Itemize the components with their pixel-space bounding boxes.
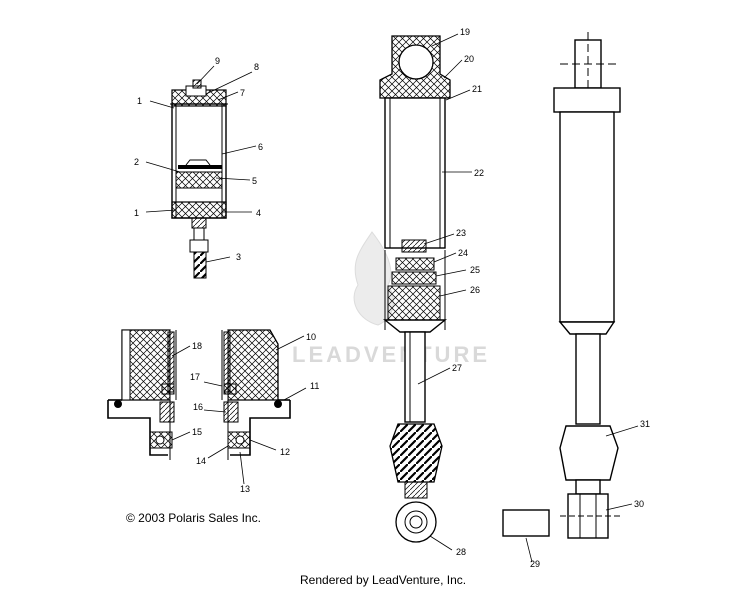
callout-6: 6 xyxy=(258,142,263,152)
center-shock-cutaway xyxy=(379,35,451,543)
callout-5: 5 xyxy=(252,176,257,186)
callout-13: 13 xyxy=(240,484,250,494)
callout-22: 22 xyxy=(474,168,484,178)
watermark-flame-icon xyxy=(353,231,394,326)
callout-31: 31 xyxy=(640,419,650,429)
callout-21: 21 xyxy=(472,84,482,94)
callout-16: 16 xyxy=(193,402,203,412)
callout-3: 3 xyxy=(236,252,241,262)
callout-8: 8 xyxy=(254,62,259,72)
callout-1-top: 1 xyxy=(137,96,142,106)
callout-20: 20 xyxy=(464,54,474,64)
callout-4: 4 xyxy=(256,208,261,218)
callout-18: 18 xyxy=(192,341,202,351)
footer-text: Rendered by LeadVenture, Inc. xyxy=(300,573,466,587)
callout-11: 11 xyxy=(310,381,319,391)
callout-12: 12 xyxy=(280,447,290,457)
callout-7: 7 xyxy=(240,88,245,98)
callout-labels: 9 8 7 1 6 2 5 1 4 3 10 18 17 11 16 15 12… xyxy=(134,27,650,569)
reservoir-assembly xyxy=(170,79,228,279)
callout-27: 27 xyxy=(452,363,462,373)
callout-2: 2 xyxy=(134,157,139,167)
callout-23: 23 xyxy=(456,228,466,238)
callout-17: 17 xyxy=(190,372,200,382)
callout-14: 14 xyxy=(196,456,206,466)
bushing-part xyxy=(502,509,550,537)
callout-29: 29 xyxy=(530,559,540,569)
callout-15: 15 xyxy=(192,427,202,437)
callout-25: 25 xyxy=(470,265,480,275)
callout-26: 26 xyxy=(470,285,480,295)
callout-1-bottom: 1 xyxy=(134,208,139,218)
watermark: LEADVENTURE xyxy=(292,231,490,367)
copyright-text: © 2003 Polaris Sales Inc. xyxy=(126,511,261,525)
leader-lines xyxy=(145,33,639,563)
callout-30: 30 xyxy=(634,499,644,509)
right-shock-outline xyxy=(553,32,621,539)
bearing-detail xyxy=(107,329,291,460)
callout-10: 10 xyxy=(306,332,316,342)
callout-28: 28 xyxy=(456,547,466,557)
callout-19: 19 xyxy=(460,27,470,37)
watermark-text: LEADVENTURE xyxy=(292,342,490,367)
callout-9: 9 xyxy=(215,56,220,66)
callout-24: 24 xyxy=(458,248,468,258)
